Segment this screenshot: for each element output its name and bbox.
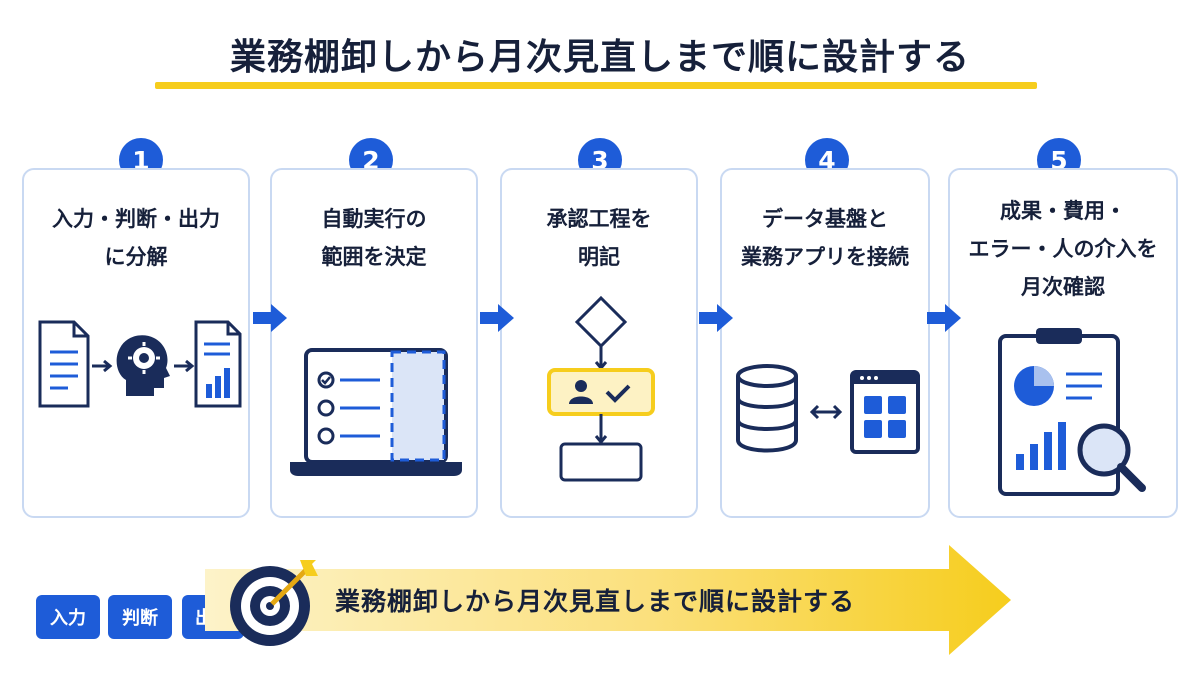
step-1-line-2: に分解 — [104, 245, 168, 269]
target-icon — [230, 560, 318, 646]
step-5-line-1: 成果・費用・ — [1000, 199, 1126, 223]
laptop-checklist-icon — [290, 348, 462, 476]
gear-head-icon — [116, 335, 170, 396]
user-check-icon — [569, 380, 631, 404]
step-2-line-1: 自動実行の — [321, 207, 427, 231]
bar-chart-icon — [1016, 422, 1066, 470]
app-grid-icon — [850, 370, 920, 454]
database-app-connection — [736, 364, 920, 454]
step-3-line-2: 明記 — [578, 245, 620, 269]
flow-arrow-3-4 — [699, 304, 733, 332]
step-4-line-1: データ基盤と — [762, 207, 888, 231]
step-1-text: 入力・判断・出力 に分解 — [24, 200, 248, 276]
decomposition-icons — [38, 320, 242, 408]
step-4-line-2: 業務アプリを接続 — [741, 245, 909, 269]
title-area: 業務棚卸しから月次見直しまで順に設計する — [0, 28, 1200, 90]
step-1-card: 入力・判断・出力 に分解 — [22, 168, 250, 639]
report-chart-icon — [194, 320, 242, 408]
step-3-card: 承認工程を 明記 — [500, 168, 698, 518]
arrow-right-icon — [174, 359, 195, 373]
step-1-line-1: 入力・判断・出力 — [52, 207, 220, 231]
step-4-text: データ基盤と 業務アプリを接続 — [722, 200, 928, 276]
flowchart-approval-icon — [547, 295, 655, 482]
goal-arrow-banner — [205, 545, 1011, 655]
clipboard-analytics-icon — [998, 328, 1146, 496]
arrow-right-icon — [92, 359, 113, 373]
document-icon — [38, 320, 90, 408]
pie-chart-icon — [1014, 366, 1054, 406]
step-2-text: 自動実行の 範囲を決定 — [272, 200, 476, 276]
pill-judgment: 判断 — [108, 595, 172, 639]
bidirectional-arrow-icon — [809, 404, 843, 420]
database-icon — [736, 364, 798, 453]
goal-banner-text: 業務棚卸しから月次見直しまで順に設計する — [335, 587, 856, 616]
step-5-card: 成果・費用・ エラー・人の介入を 月次確認 — [948, 168, 1178, 518]
flow-arrow-2-3 — [480, 304, 514, 332]
title-underline — [155, 82, 1037, 89]
step-5-text: 成果・費用・ エラー・人の介入を 月次確認 — [950, 192, 1176, 306]
checklist-items — [317, 371, 380, 445]
flow-arrow-1-2 — [253, 304, 287, 332]
step-5-line-3: 月次確認 — [1021, 275, 1105, 299]
step-2-line-2: 範囲を決定 — [321, 245, 427, 269]
page-title: 業務棚卸しから月次見直しまで順に設計する — [229, 37, 970, 78]
step-2-card: 自動実行の 範囲を決定 — [270, 168, 478, 518]
step-3-text: 承認工程を 明記 — [502, 200, 696, 276]
step-5-line-2: エラー・人の介入を — [968, 237, 1158, 261]
step-3-line-1: 承認工程を — [546, 207, 652, 231]
pill-input: 入力 — [36, 595, 100, 639]
flow-arrow-4-5 — [927, 304, 961, 332]
magnifier-icon — [1077, 423, 1146, 492]
step-4-card: データ基盤と 業務アプリを接続 — [720, 168, 930, 518]
